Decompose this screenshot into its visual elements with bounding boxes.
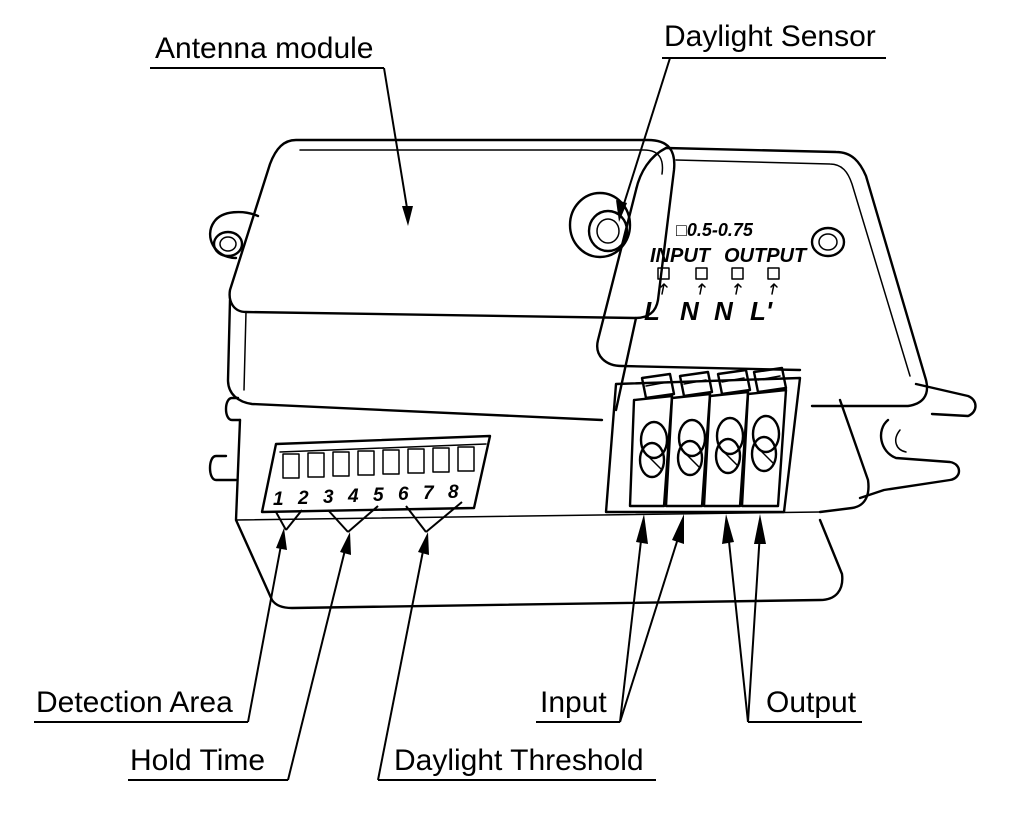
daylight-threshold-label: Daylight Threshold — [394, 744, 644, 777]
input-terminal-label: INPUT — [650, 245, 712, 267]
screw-terminal-1 — [628, 372, 676, 508]
dip-number-2: 2 — [297, 488, 309, 509]
terminal-label-L-prime: L' — [750, 296, 773, 326]
daylight-sensor-lens — [568, 191, 632, 259]
screw-terminal-4 — [740, 366, 788, 508]
antenna-module-housing — [226, 138, 676, 422]
dip-number-5: 5 — [373, 485, 384, 506]
detection-area-label: Detection Area — [36, 686, 233, 719]
dip-number-6: 6 — [398, 484, 409, 505]
terminal-housing — [208, 146, 977, 610]
callout-output: Output — [722, 514, 862, 723]
dip-number-3: 3 — [323, 487, 334, 508]
dip-number-1: 1 — [273, 489, 284, 510]
screw-terminal-block — [604, 366, 802, 514]
dip-number-7: 7 — [423, 483, 435, 504]
terminal-label-N-input: N — [680, 296, 700, 326]
callout-hold-time: Hold Time — [128, 505, 379, 781]
wire-size-label: □0.5-0.75 — [676, 220, 754, 240]
callout-daylight-sensor: Daylight Sensor — [616, 20, 886, 222]
daylight-sensor-label: Daylight Sensor — [664, 20, 876, 53]
input-label: Input — [540, 686, 607, 719]
terminal-label-N-output: N — [714, 296, 734, 326]
hold-time-label: Hold Time — [130, 744, 265, 777]
output-label: Output — [766, 686, 857, 719]
output-terminal-label: OUTPUT — [724, 245, 808, 267]
dip-number-8: 8 — [448, 482, 459, 503]
dip-switch-bank: 1 2 3 4 5 6 7 8 — [260, 434, 492, 514]
screw-terminal-2 — [664, 370, 714, 508]
left-mounting-ear — [208, 210, 260, 260]
antenna-module-label: Antenna module — [155, 32, 374, 65]
callout-input: Input — [536, 514, 684, 723]
terminal-label-panel: □0.5-0.75 INPUT OUTPUT L N N L' — [644, 220, 808, 326]
terminal-label-L: L — [644, 296, 660, 326]
callout-antenna-module: Antenna module — [150, 32, 413, 226]
callout-daylight-threshold: Daylight Threshold — [377, 501, 656, 781]
callout-detection-area: Detection Area — [34, 509, 303, 723]
dip-number-4: 4 — [347, 486, 359, 507]
device-body: 1 2 3 4 5 6 7 8 — [208, 138, 977, 610]
screw-terminal-3 — [702, 368, 752, 508]
